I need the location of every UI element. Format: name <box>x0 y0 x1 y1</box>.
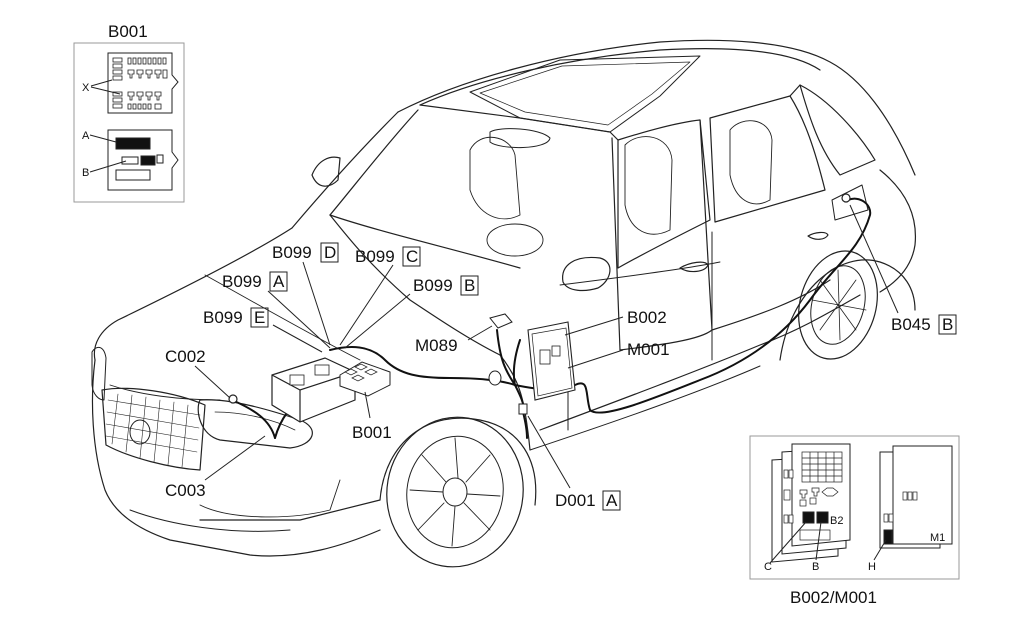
inset-b001-frame <box>73 42 185 203</box>
inset-b002-m001-label-b2: B2 <box>830 515 843 527</box>
ecu-drawing <box>527 321 576 401</box>
svg-text:B099: B099 <box>222 272 262 291</box>
callout-b099-e: B099 E <box>203 307 269 328</box>
c002-ground-drawing <box>228 394 238 404</box>
inset-b001: B001 X <box>73 22 185 203</box>
svg-text:D: D <box>324 243 336 262</box>
svg-text:E: E <box>254 308 265 327</box>
svg-text:A: A <box>273 272 285 291</box>
b001-unit-drawing <box>339 361 391 397</box>
inset-b002-m001: B002/M001 B2 C <box>749 435 960 607</box>
inset-b002-m001-label-h: H <box>868 561 876 573</box>
battery-drawing <box>271 357 356 423</box>
svg-text:B099: B099 <box>272 243 312 262</box>
wiring-harness <box>231 197 872 439</box>
inset-b002-m001-title: B002/M001 <box>790 588 877 607</box>
svg-text:B045: B045 <box>891 315 931 334</box>
m089-connector-drawing <box>489 313 513 329</box>
d001-connector-drawing <box>518 403 528 415</box>
svg-text:A: A <box>606 491 618 510</box>
fuse-box-drawing <box>107 52 179 114</box>
inset-b002-m001-label-c: C <box>764 561 772 573</box>
svg-text:B099: B099 <box>413 276 453 295</box>
inset-b001-label-a: A <box>82 130 90 142</box>
ecu-b2-drawing <box>771 443 851 563</box>
battery-fuse-unit-drawing <box>107 129 179 191</box>
svg-text:D001: D001 <box>555 491 596 510</box>
inset-b001-title: B001 <box>108 22 148 41</box>
callout-b045: B045 B <box>891 314 957 335</box>
inset-b001-label-b: B <box>82 167 89 179</box>
car-drawing <box>91 39 917 568</box>
inset-b001-label-x: X <box>82 82 90 94</box>
inset-b002-m001-label-m1: M1 <box>930 532 945 544</box>
grommet-drawing <box>488 370 502 386</box>
svg-text:B099: B099 <box>355 247 395 266</box>
svg-text:B: B <box>942 315 953 334</box>
callout-d001: D001 A <box>555 490 621 511</box>
callout-b001: B001 <box>352 423 392 442</box>
callout-m001: M001 <box>627 340 670 359</box>
callout-b099-c: B099 C <box>355 246 421 267</box>
svg-text:B099: B099 <box>203 308 243 327</box>
b045-ground-drawing <box>841 193 851 203</box>
callout-c002: C002 <box>165 347 206 366</box>
callout-m089: M089 <box>415 336 458 355</box>
callout-b099-a: B099 A <box>222 271 288 292</box>
ecu-m1-drawing <box>879 445 953 549</box>
callout-b099-d: B099 D <box>272 242 339 263</box>
callout-c003: C003 <box>165 481 206 500</box>
inset-b002-m001-frame <box>749 435 960 580</box>
svg-text:C: C <box>406 247 418 266</box>
callout-leaders <box>194 204 899 489</box>
inset-b002-m001-label-b: B <box>812 561 819 573</box>
svg-text:B: B <box>464 276 475 295</box>
callout-b099-b: B099 B <box>413 275 479 296</box>
callout-b002: B002 <box>627 308 667 327</box>
